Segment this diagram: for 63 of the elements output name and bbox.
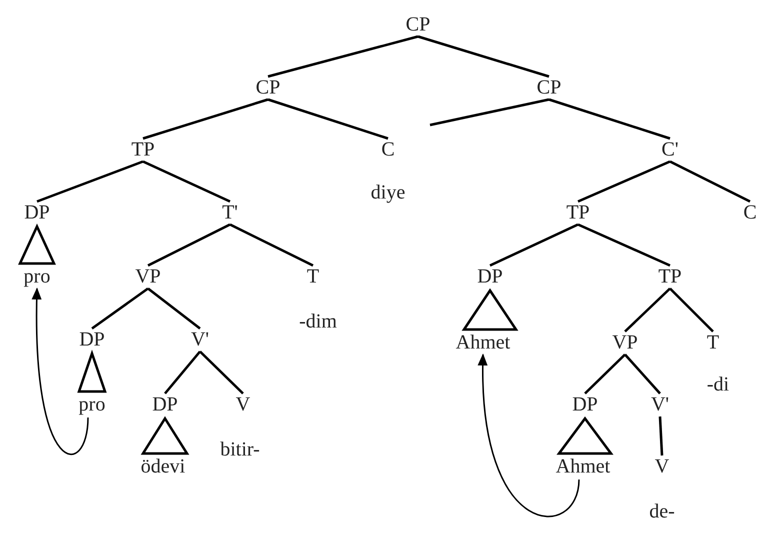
- tree-branch: [548, 98, 670, 140]
- tree-label: TP: [130, 140, 156, 160]
- tree-branch: [164, 350, 201, 394]
- tree-label: V: [654, 456, 670, 478]
- tree-branch: [91, 287, 149, 330]
- tree-branch: [430, 98, 550, 126]
- tree-label: Ahmet: [554, 456, 612, 478]
- tree-branch: [578, 160, 670, 203]
- tree-branch: [142, 160, 231, 203]
- tree-branch: [199, 350, 244, 394]
- tree-label: VP: [611, 332, 639, 354]
- tree-label: DP: [151, 394, 179, 416]
- triangle-roof: [140, 416, 190, 455]
- tree-label: T: [306, 266, 320, 288]
- tree-label: DP: [571, 394, 599, 416]
- tree-branch: [624, 354, 661, 394]
- tree-label: ödevi: [140, 456, 186, 478]
- triangle-roof: [18, 224, 56, 265]
- tree-label: CP: [404, 14, 432, 36]
- tree-branch: [624, 288, 671, 332]
- triangle-roof: [556, 416, 614, 455]
- tree-branch: [36, 160, 144, 203]
- tree-branch: [142, 98, 268, 140]
- tree-branch: [268, 35, 418, 78]
- tree-label: TP: [657, 266, 683, 288]
- tree-branch: [268, 98, 388, 140]
- triangle-roof: [462, 288, 518, 331]
- tree-label: V: [234, 394, 252, 416]
- triangle-roof: [77, 350, 107, 393]
- tree-branch: [578, 223, 670, 267]
- movement-arrow: [478, 354, 580, 517]
- tree-branch: [147, 288, 201, 330]
- tree-label: V': [650, 394, 670, 416]
- tree-label: de-: [648, 502, 676, 522]
- tree-label: TP: [565, 202, 591, 224]
- tree-label: CP: [254, 78, 282, 98]
- tree-branch: [669, 288, 714, 332]
- tree-branch: [147, 223, 231, 267]
- tree-branch: [418, 35, 550, 78]
- movement-arrow: [32, 288, 89, 455]
- tree-label: CP: [536, 78, 562, 98]
- tree-label: bitir-: [219, 440, 261, 460]
- tree-branch: [669, 160, 751, 203]
- tree-label: DP: [476, 266, 504, 288]
- tree-label: V': [190, 330, 210, 350]
- tree-label: diye: [370, 182, 406, 204]
- tree-label: DP: [78, 330, 106, 350]
- tree-branch: [229, 223, 314, 267]
- tree-label: C: [742, 202, 758, 224]
- tree-label: VP: [134, 266, 162, 288]
- tree-label: C': [660, 140, 680, 160]
- tree-label: -di: [706, 374, 730, 396]
- tree-branch: [489, 223, 579, 267]
- tree-label: pro: [22, 266, 52, 288]
- tree-label: DP: [23, 202, 51, 224]
- tree-branch: [658, 416, 664, 456]
- tree-label: -dim: [298, 312, 338, 332]
- tree-label: C: [380, 140, 396, 160]
- tree-branch: [584, 354, 626, 394]
- tree-label: T': [221, 202, 239, 224]
- tree-label: Ahmet: [454, 332, 512, 354]
- tree-label: T: [706, 332, 720, 354]
- tree-label: pro: [78, 394, 106, 416]
